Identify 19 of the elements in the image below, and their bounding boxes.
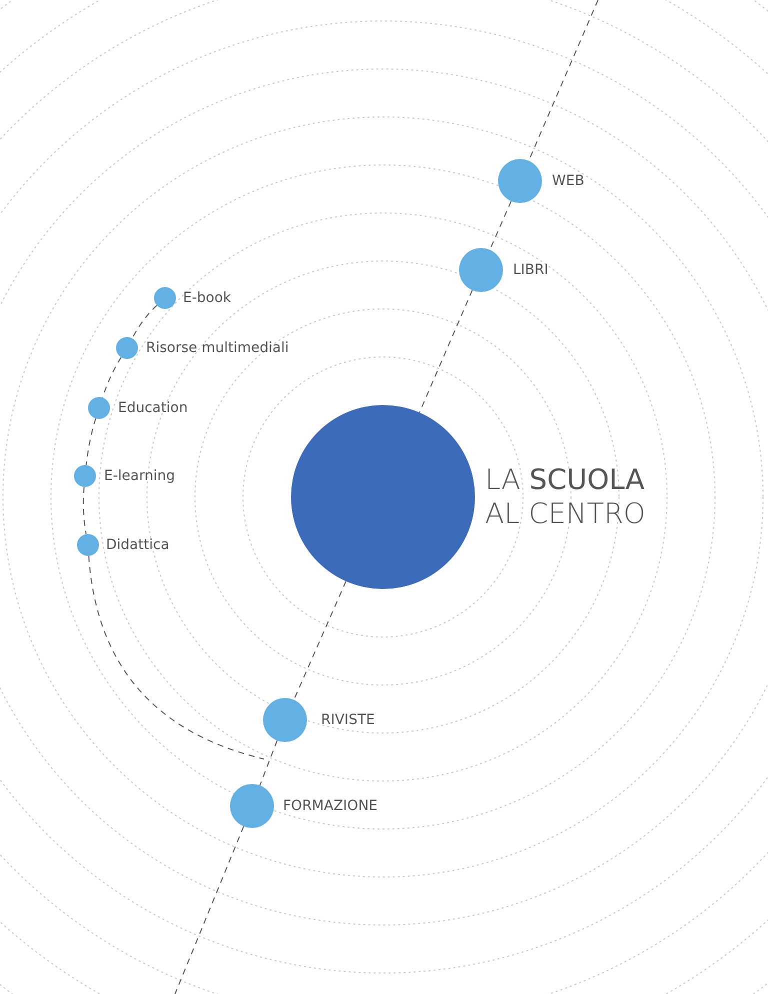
- node-label: E-book: [183, 290, 232, 306]
- node-label: WEB: [552, 173, 584, 189]
- central-title: LA SCUOLA AL CENTRO: [485, 463, 646, 531]
- node-label: FORMAZIONE: [283, 798, 378, 814]
- node-label: E-learning: [104, 468, 176, 484]
- node-label: LIBRI: [513, 262, 548, 278]
- dashed-connector: [86, 418, 96, 466]
- dashed-connector: [259, 740, 278, 786]
- dashed-connector: [132, 304, 158, 339]
- node-label: RIVISTE: [321, 712, 375, 728]
- node-label: Didattica: [106, 537, 170, 553]
- dashed-connector: [82, 486, 87, 535]
- dashed-connector: [88, 555, 264, 760]
- dashed-connector: [418, 290, 473, 414]
- dashed-connector: [102, 356, 122, 398]
- dashed-connector: [293, 580, 346, 700]
- node-label: Risorse multimediali: [146, 340, 289, 356]
- node-label: Education: [118, 400, 188, 416]
- dashed-connector: [174, 826, 244, 994]
